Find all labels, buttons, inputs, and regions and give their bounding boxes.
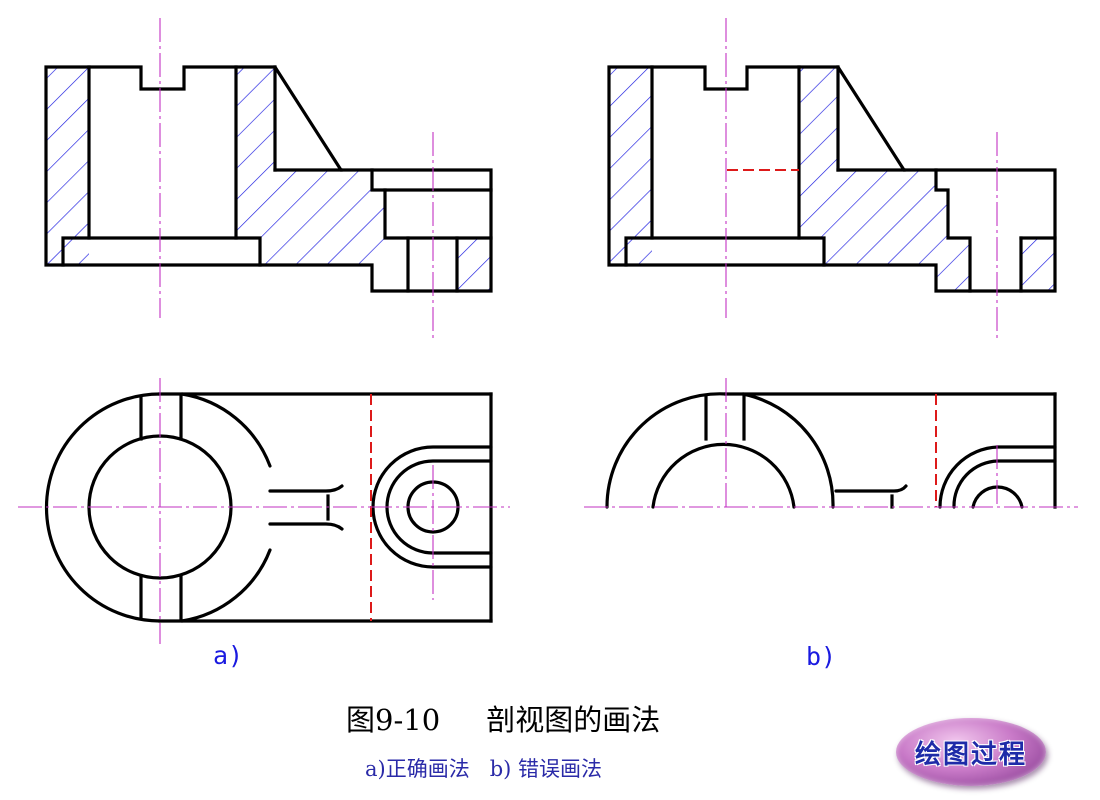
figure-title: 图9-10 剖视图的画法 bbox=[346, 703, 661, 737]
view-b-center-lines bbox=[725, 18, 998, 338]
view-a-top-center-lines bbox=[18, 378, 510, 644]
view-b-top-view bbox=[584, 378, 1078, 509]
view-a-front-section bbox=[44, 18, 493, 338]
view-a-center-lines bbox=[159, 18, 434, 338]
view-b-top-center-lines bbox=[584, 378, 1078, 508]
view-a-outline bbox=[44, 65, 493, 293]
drawing-process-button[interactable]: 绘图过程 bbox=[896, 718, 1046, 786]
view-a-top-view bbox=[18, 378, 510, 644]
figure-caption: a)正确画法 b) 错误画法 bbox=[365, 757, 603, 781]
drawing-process-label: 绘图过程 bbox=[914, 740, 1027, 770]
view-b-top-outline bbox=[605, 392, 1057, 509]
view-b-label: b) bbox=[806, 642, 837, 671]
view-a-label: a) bbox=[213, 641, 244, 670]
view-a-hatching bbox=[46, 67, 491, 291]
view-b-outline bbox=[607, 65, 1057, 293]
view-b-front-section bbox=[607, 18, 1057, 338]
view-b-hatching bbox=[609, 67, 1055, 291]
